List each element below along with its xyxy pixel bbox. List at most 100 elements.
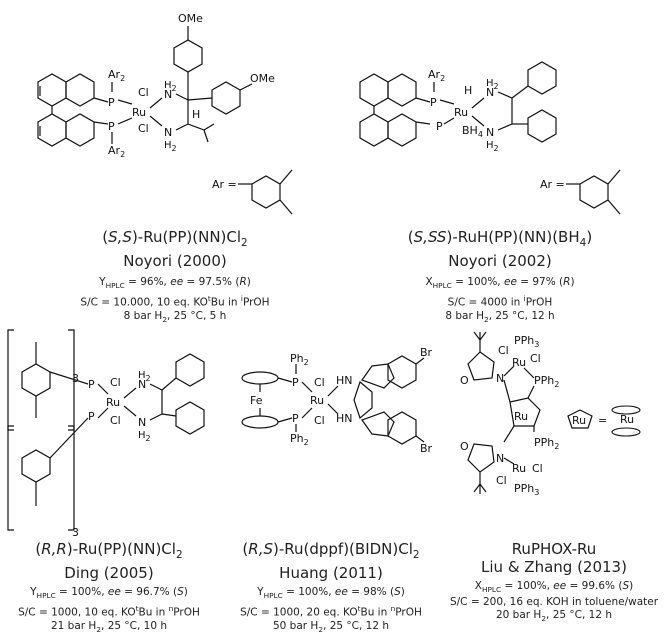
cl-atom: Cl [314, 376, 325, 389]
bond [327, 403, 339, 415]
bond [607, 199, 621, 215]
nh2-label: H2N [138, 370, 151, 391]
bond [97, 383, 109, 395]
bond [415, 435, 425, 443]
br-atom: Br [420, 346, 433, 359]
catalyst-name: (R,R)-Ru(PP)(NN)Cl2 [35, 540, 183, 561]
subscript-3: 3 [72, 526, 79, 539]
p-atom: P [88, 410, 95, 423]
phenyl-ring [527, 61, 557, 95]
conditions-line: S/C = 200, 16 eq. KOH in toluene/water [449, 596, 659, 609]
ru-atom: Ru [620, 413, 634, 426]
hn-label: HN [336, 412, 353, 425]
ru-atom: Ru [514, 410, 528, 423]
yield-ee-line: YHPLC = 100%, ee = 96.7% (S) [30, 586, 188, 601]
pph2-label: PPh2 [534, 374, 559, 389]
naphthyl-ring [387, 73, 417, 107]
ar2-label: Ar2 [428, 68, 445, 83]
bond [279, 169, 293, 185]
bond [117, 99, 133, 105]
bh4-label: BH4 [462, 124, 483, 139]
pph3-label: PPh3 [514, 334, 539, 349]
xylyl-ring [579, 175, 609, 209]
p-atom: P [436, 120, 443, 133]
ru-atom: Ru [132, 106, 146, 119]
bond [93, 121, 109, 125]
p-atom: P [88, 378, 95, 391]
cl-atom: Cl [498, 344, 509, 357]
ru-atom: Ru [310, 394, 324, 407]
cl-atom: Cl [496, 474, 507, 487]
p-atom: P [108, 120, 115, 133]
h-atom: H [464, 84, 472, 97]
bond [203, 129, 209, 143]
pph2-label: PPh2 [534, 436, 559, 451]
oxazoline-ring [467, 351, 495, 381]
bond [503, 379, 511, 403]
bracket-right [68, 425, 75, 531]
caption-noyori-2000: (S,S)-Ru(PP)(NN)Cl2 Noyori (2000) YHPLC … [55, 228, 295, 326]
p-atom: P [292, 376, 299, 389]
ph2-label: Ph2 [290, 352, 309, 367]
bond [277, 417, 293, 423]
ruthenocene-ring [509, 397, 541, 427]
pressure-line: 21 bar H2, 25 °C, 10 h [50, 619, 168, 634]
caption-noyori-2002: (S,SS)-RuH(PP)(NN)(BH4) Noyori (2002) XH… [380, 228, 620, 326]
bond [439, 99, 455, 105]
bond [473, 483, 481, 493]
naphthyl-ring [65, 73, 95, 107]
caption-liu-zhang-2013: RuPHOX-Ru Liu & Zhang (2013) XHPLC = 100… [444, 540, 664, 625]
bond [415, 121, 431, 125]
equals-sign: = [598, 414, 607, 427]
ru-atom: Ru [454, 106, 468, 119]
ru-atom: Ru [572, 414, 586, 427]
bond [161, 413, 177, 417]
bond [523, 367, 535, 379]
bond [471, 115, 485, 127]
naphthyl-ring [37, 113, 67, 147]
hn-label: HN [336, 374, 353, 387]
cyclopentadienyl-ring [611, 405, 641, 415]
xylyl-ring [21, 363, 51, 397]
cl-atom: Cl [138, 122, 149, 135]
bond [301, 407, 313, 419]
n-atom: N [496, 372, 504, 385]
catalyst-author: Huang (2011) [279, 564, 383, 582]
bond [503, 365, 515, 377]
fe-atom: Fe [250, 394, 263, 407]
bond [497, 123, 513, 131]
oxazoline-ring [467, 443, 495, 473]
bond [49, 417, 89, 459]
subscript-3: 3 [72, 372, 79, 385]
pressure-line: 20 bar H2, 25 °C, 12 h [495, 609, 613, 624]
anisyl-ring [173, 39, 203, 73]
bond [149, 115, 163, 127]
bracket-left [7, 425, 14, 531]
bond [123, 387, 137, 399]
catalyst-name: (S,S)-Ru(PP)(NN)Cl2 [102, 228, 248, 249]
bond [497, 91, 513, 99]
br-atom: Br [420, 442, 433, 455]
bond [161, 377, 177, 391]
ru-cp-legend-ring [567, 409, 593, 429]
bond [473, 331, 481, 341]
catalyst-author: Noyori (2002) [448, 252, 552, 270]
naphthyl-ring [37, 73, 67, 107]
phenyl-ring [175, 353, 205, 387]
bond [49, 371, 89, 385]
nh2-label: H2N [164, 80, 177, 101]
bond [175, 93, 189, 101]
ome-label: OMe [250, 72, 275, 85]
bond [239, 83, 253, 91]
pressure-line: 50 bar H2, 25 °C, 12 h [272, 619, 390, 634]
bond [187, 123, 205, 131]
anisyl-ring [211, 81, 241, 115]
phenyl-ring [527, 109, 557, 143]
conditions-line: S/C = 4000 in iPrOH [447, 294, 553, 309]
cl-atom: Cl [314, 414, 325, 427]
cyclopentadienyl-ring [241, 371, 279, 385]
bond [607, 169, 621, 185]
